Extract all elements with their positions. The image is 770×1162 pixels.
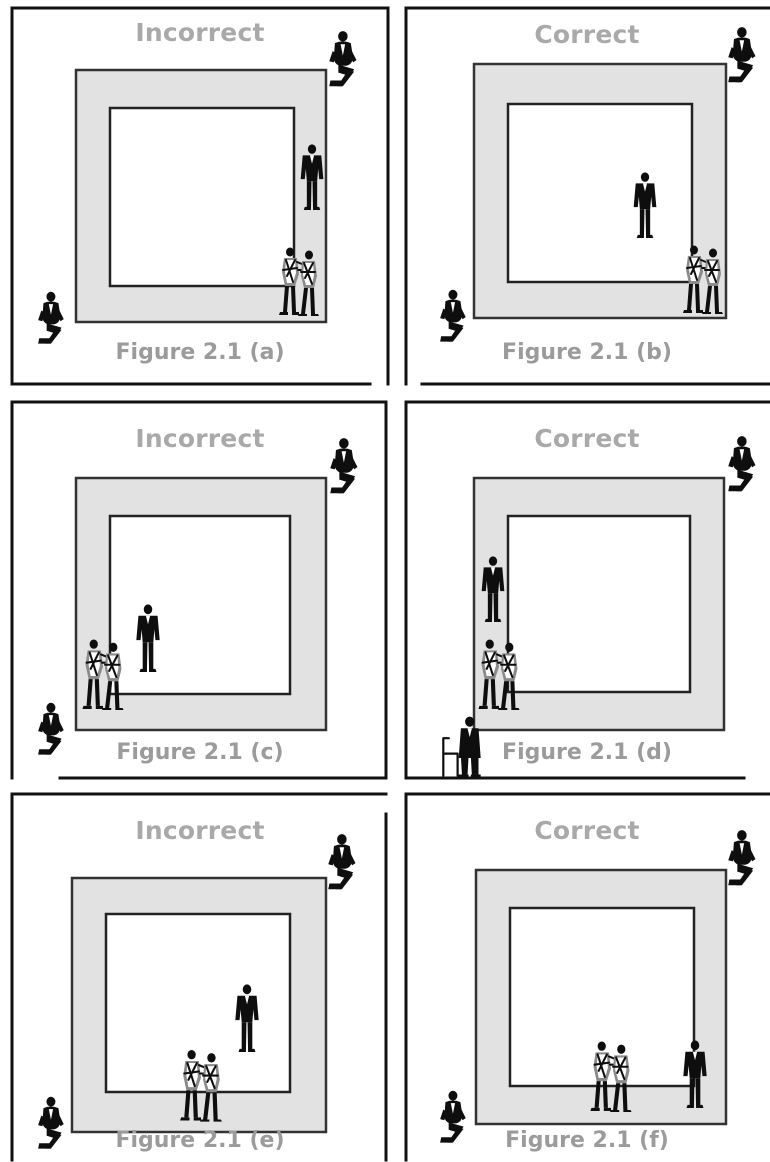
panel-c-caption: Figure 2.1 (c) <box>116 740 284 765</box>
panel-d-frame <box>404 400 770 780</box>
panel-c: Incorrect Figure 2.1 (c) <box>10 398 390 780</box>
panel-d: Correct Figure 2.1 (d) <box>404 398 770 780</box>
panel-e-caption: Figure 2.1 (e) <box>115 1128 285 1153</box>
contest-area-inner <box>506 102 694 284</box>
panel-f: Correct Figure 2.1 (f) <box>404 790 770 1162</box>
corner-judge-bottom-left <box>440 289 466 342</box>
panel-e-frame <box>10 792 388 1162</box>
panel-b-caption: Figure 2.1 (b) <box>502 340 672 365</box>
panel-c-drawing <box>10 400 388 780</box>
panel-a-frame <box>10 6 390 386</box>
contest-area-inner <box>108 106 296 288</box>
panel-b: Correct Figure 2.1 (b) <box>404 6 770 386</box>
panel-f-caption: Figure 2.1 (f) <box>505 1128 669 1153</box>
contest-area-inner <box>108 514 292 696</box>
panel-e-heading: Incorrect <box>135 816 265 845</box>
panel-d-caption: Figure 2.1 (d) <box>502 740 672 765</box>
panel-e: Incorrect Figure 2.1 (e) <box>10 790 390 1162</box>
panel-a: Incorrect Figure 2.1 (a) <box>10 6 390 386</box>
panel-a-heading: Incorrect <box>135 18 265 47</box>
panel-b-drawing <box>404 6 770 386</box>
panel-f-drawing <box>404 792 770 1162</box>
panel-f-heading: Correct <box>534 816 640 845</box>
panel-d-drawing <box>404 400 770 780</box>
panel-a-caption: Figure 2.1 (a) <box>115 340 285 365</box>
panel-d-heading: Correct <box>534 424 640 453</box>
corner-judge-bottom-left <box>38 291 64 344</box>
panel-a-drawing <box>10 6 390 386</box>
panel-e-drawing <box>10 792 388 1162</box>
panel-b-heading: Correct <box>534 20 640 49</box>
contest-area-inner <box>506 514 692 694</box>
panel-c-heading: Incorrect <box>135 424 265 453</box>
panel-b-frame <box>404 6 770 386</box>
panel-c-frame <box>10 400 388 780</box>
panel-f-frame <box>404 792 770 1162</box>
